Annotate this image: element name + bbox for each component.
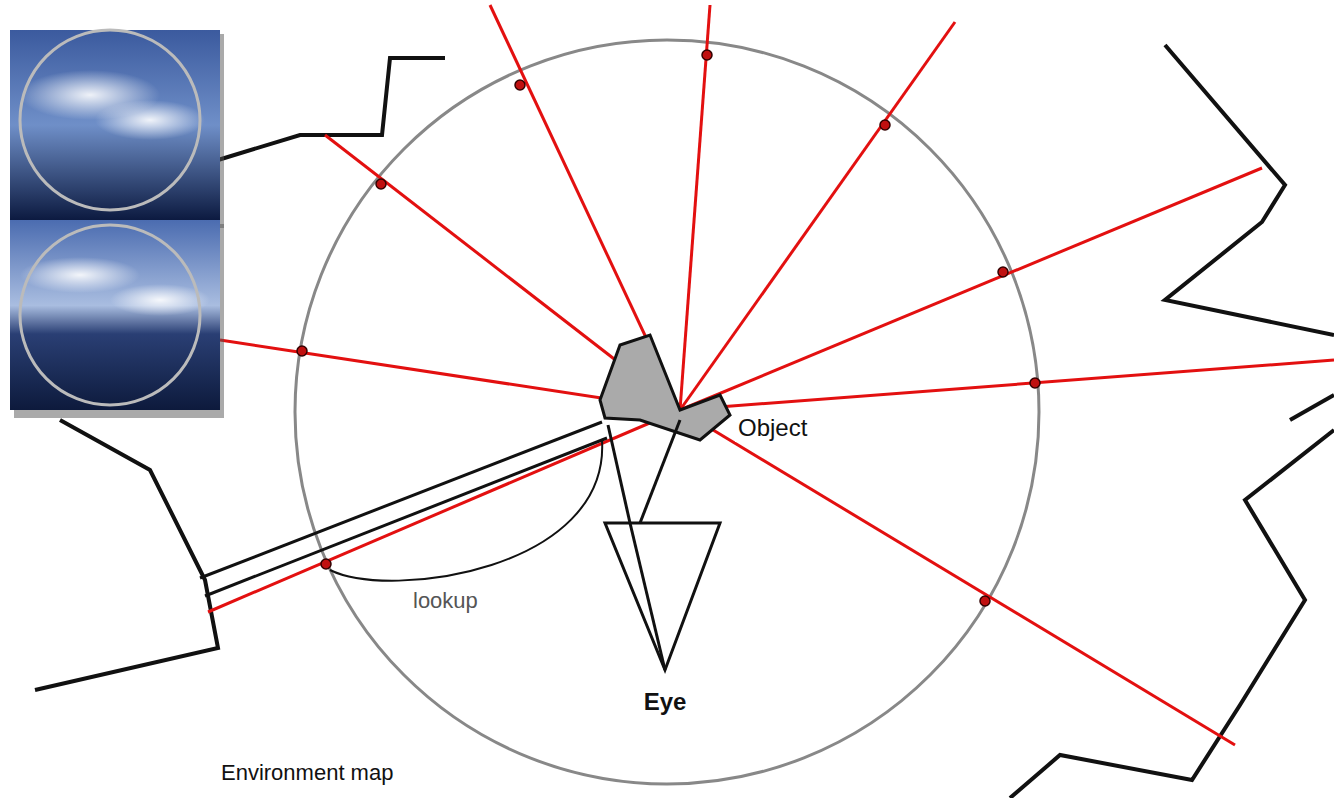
lookup-curve xyxy=(330,440,602,581)
reflection-rays xyxy=(208,5,1334,745)
environment-map-label: Environment map xyxy=(218,760,396,785)
eye-label: Eye xyxy=(641,688,690,716)
environment-map-thumbnails xyxy=(10,30,224,418)
reflected-ray xyxy=(200,422,607,596)
lookup-label: lookup xyxy=(410,588,481,613)
environment-outline xyxy=(35,45,1334,798)
eye-symbol xyxy=(605,420,720,670)
object-label: Object xyxy=(735,414,810,442)
environment-sphere xyxy=(295,40,1039,784)
object-shape xyxy=(600,335,730,440)
